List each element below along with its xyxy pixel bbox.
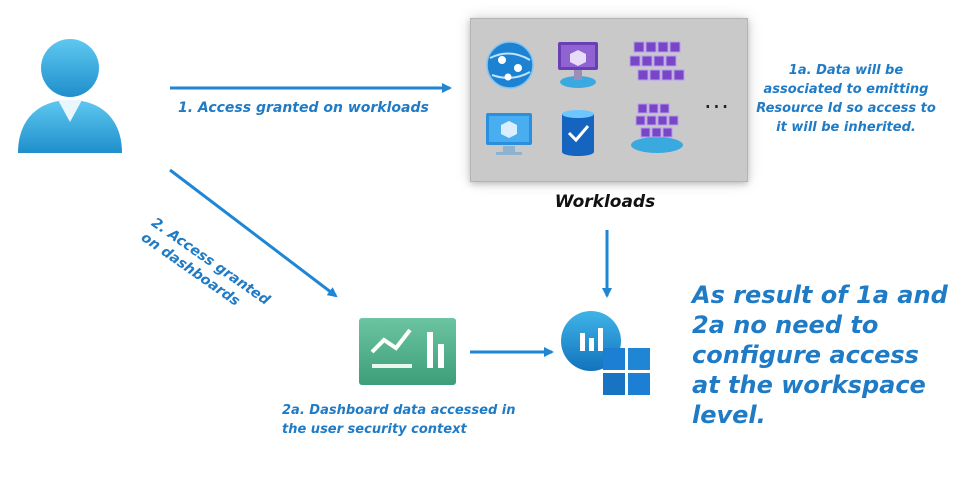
arrow-access-dashboards	[169, 168, 338, 298]
note-1a: 1a. Data will be associated to emitting …	[756, 63, 936, 135]
monitor-vm-icon	[486, 113, 532, 155]
sql-database-icon	[562, 110, 594, 156]
workloads-title: Workloads	[554, 192, 656, 212]
note-2a: 2a. Dashboard data accessed in the user …	[282, 403, 516, 437]
kubernetes-cluster-icon	[629, 41, 685, 81]
app-service-icon	[486, 41, 534, 89]
result-statement: As result of 1a and 2a no need to config…	[692, 281, 948, 429]
virtual-machine-icon	[558, 42, 598, 88]
more-workloads-ellipsis: ...	[704, 86, 730, 114]
access-workloads-label: 1. Access granted on workloads	[178, 100, 429, 116]
kubernetes-service-icon	[631, 103, 683, 153]
